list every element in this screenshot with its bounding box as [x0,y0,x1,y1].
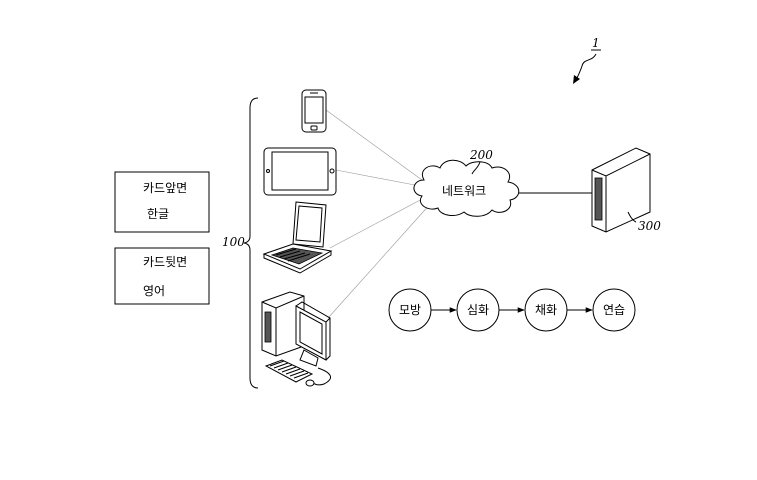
figure-reference: 1 [573,36,601,84]
link-phone [326,110,422,180]
link-desktop [328,202,432,318]
step-2-label: 심화 [467,303,489,317]
smartphone-icon [302,90,326,132]
step-3-label: 채화 [535,303,557,317]
tablet-icon [264,148,336,195]
link-tablet [336,170,420,186]
device-links [326,110,432,318]
figure-ref-label: 1 [592,36,600,50]
network-cloud: 네트워크 200 [414,148,519,216]
card-back-lang: 영어 [143,284,165,298]
devices-brace [244,98,258,388]
link-laptop [330,198,424,248]
figure-ref-arrowhead [573,75,580,84]
learning-steps: 모방 심화 채화 연습 [389,289,635,331]
server-ref-label: 300 [638,219,661,233]
laptop-icon [264,202,331,273]
card-front-lang: 한글 [147,207,169,221]
step-1-label: 모방 [399,303,421,317]
card-front-title: 카드앞면 [143,181,187,195]
desktop-computer-icon [262,292,331,386]
step-1: 모방 [389,289,431,331]
step-2: 심화 [457,289,499,331]
devices-ref-label: 100 [222,235,245,249]
step-4: 연습 [593,289,635,331]
card-back-box: 카드뒷면 영어 [115,248,209,304]
card-front-box: 카드앞면 한글 [115,172,209,232]
network-label: 네트워크 [442,184,486,198]
figure-ref-arrow [576,54,596,80]
step-4-label: 연습 [603,303,625,317]
step-3: 채화 [525,289,567,331]
card-back-title: 카드뒷면 [143,255,187,269]
server-icon: 300 [592,148,661,233]
network-ref-label: 200 [469,148,493,162]
